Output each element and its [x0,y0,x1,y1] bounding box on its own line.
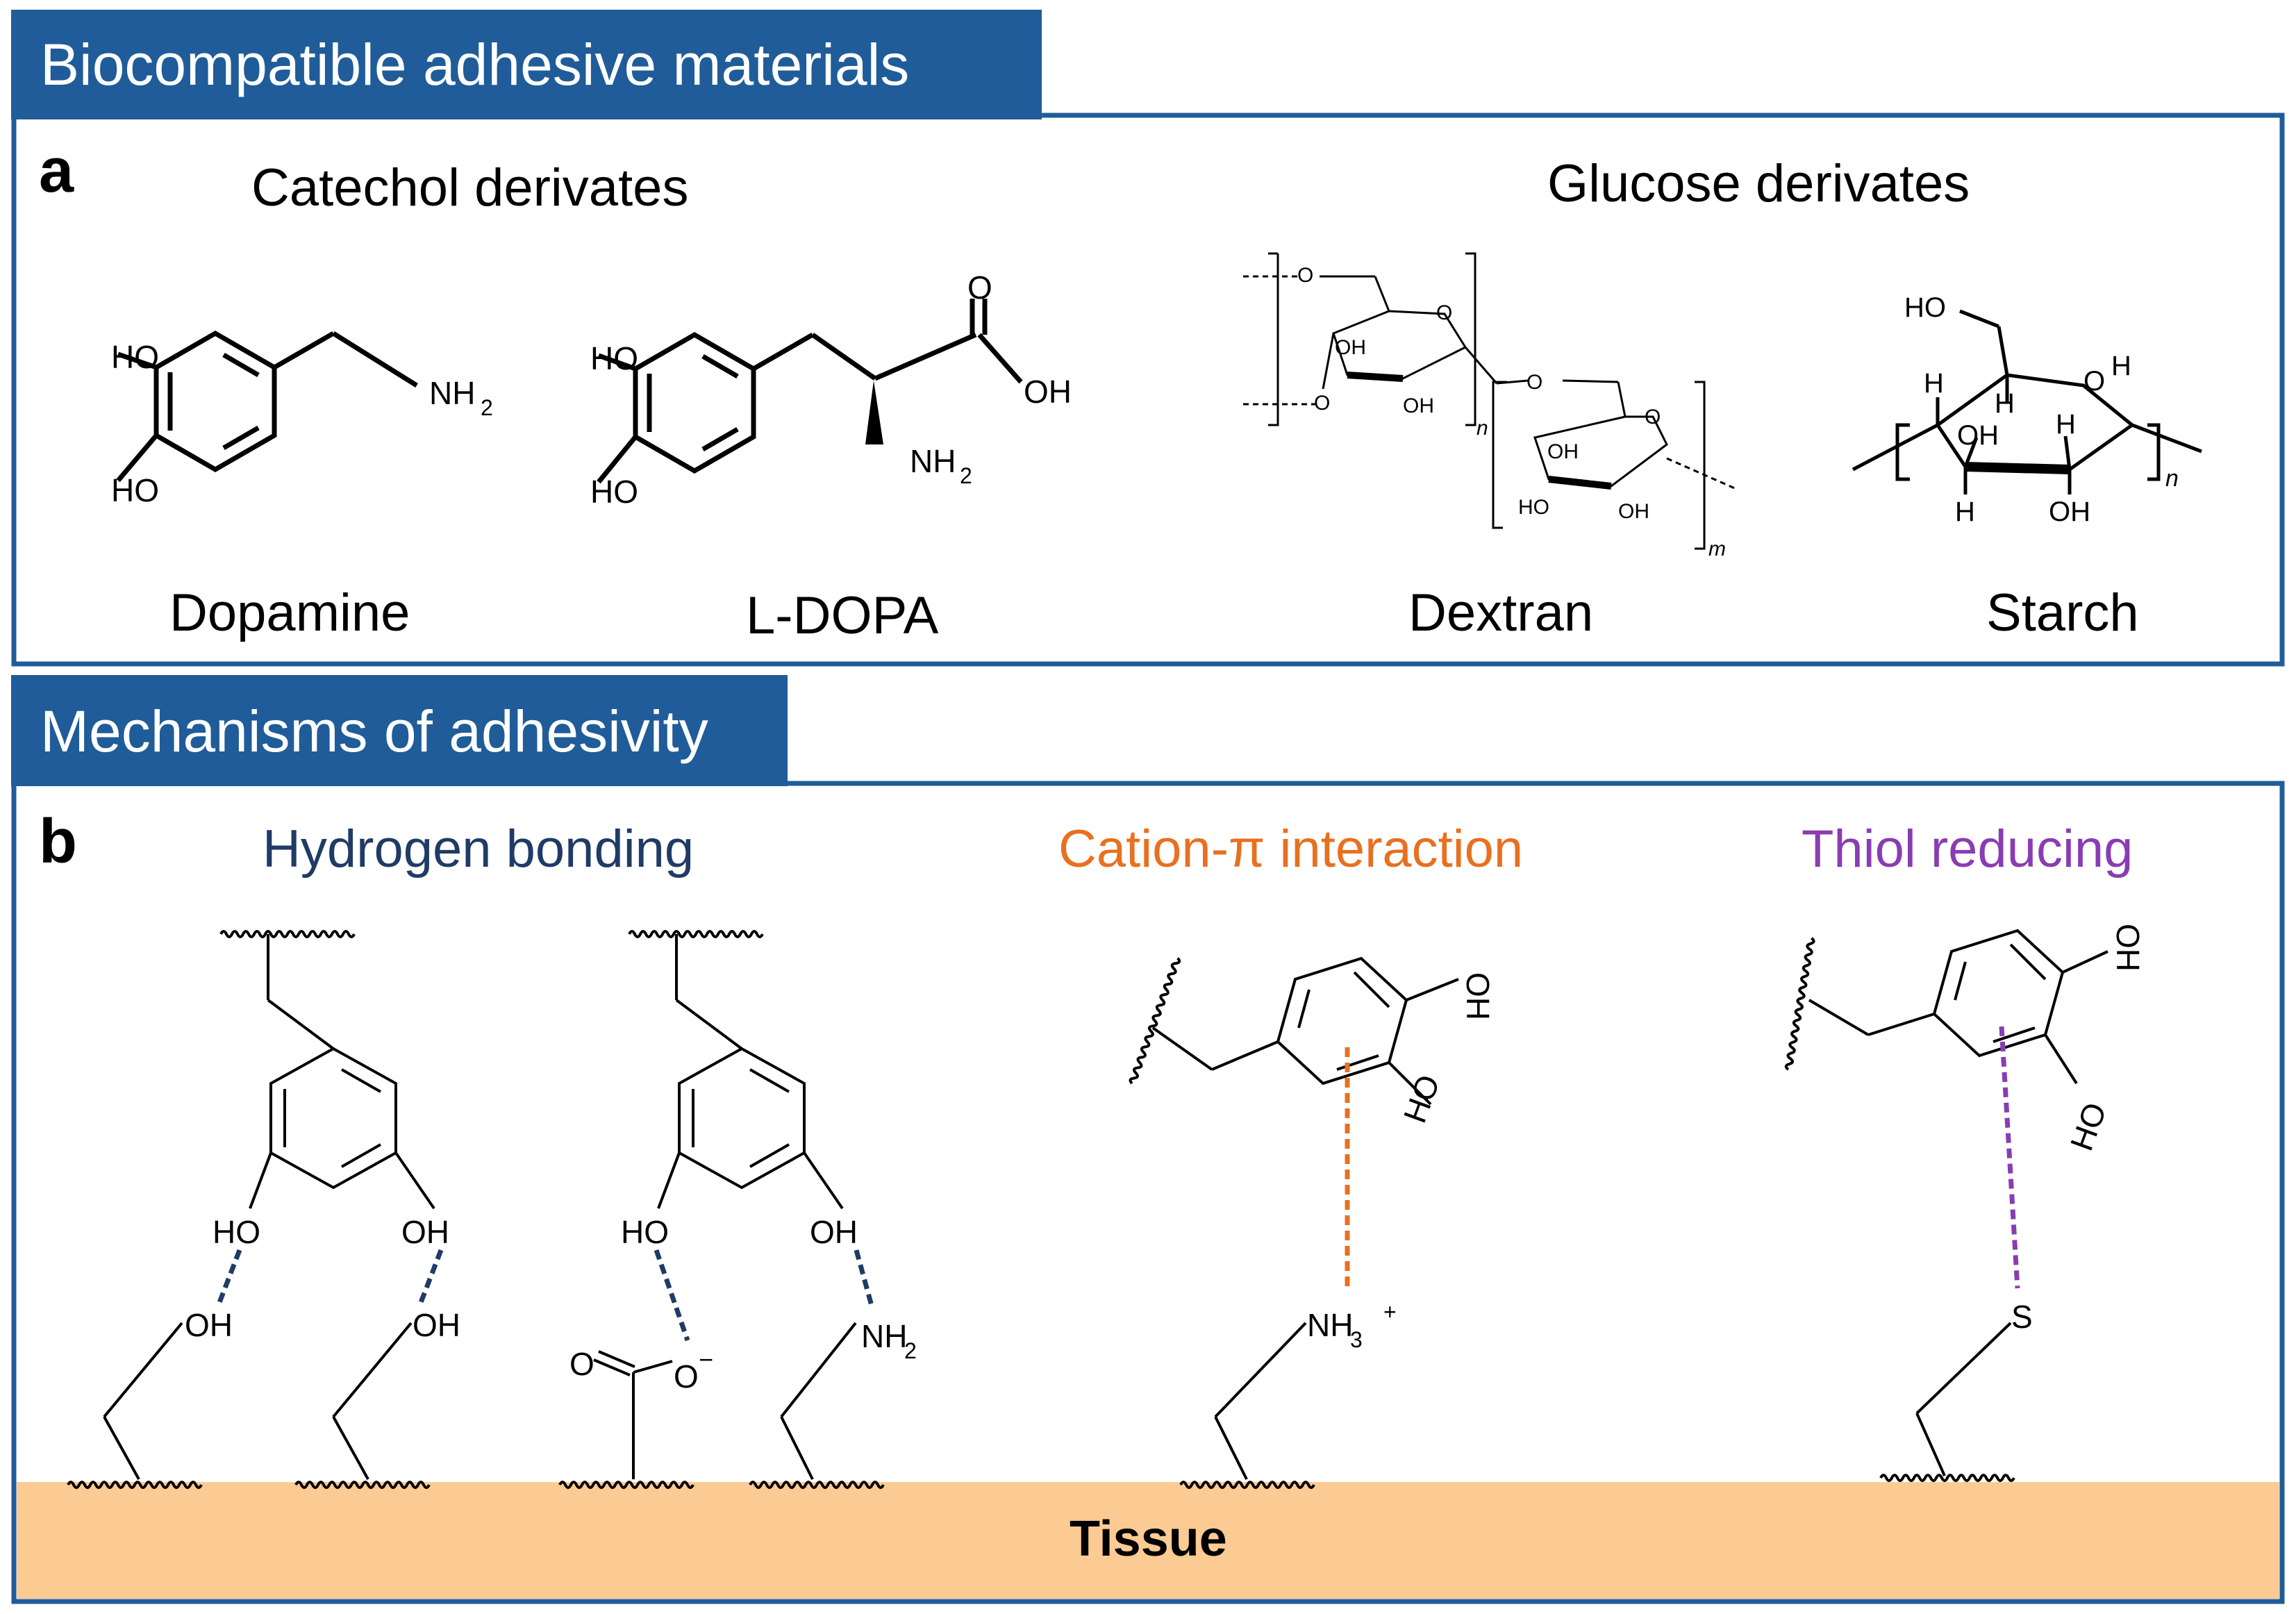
ldopa-structure [597,299,1023,484]
section-b: Mechanisms of adhesivity b Hydrogen bond… [11,675,2285,1604]
dopamine-nh2: NH [429,375,475,411]
cation-oh-top: OH [1460,972,1496,1020]
hbond-structure-2 [558,930,885,1489]
tissue-band [17,1482,2279,1599]
mechanism-hydrogen-title: Hydrogen bonding [263,820,694,879]
ldopa-ho-bottom: HO [590,474,638,510]
dextran-o-3: O [1526,371,1542,394]
dopamine-labels: HO HO NH 2 [111,339,493,508]
hbond-structure-1 [67,930,435,1489]
hbond1-tissue-oh-2: OH [413,1307,460,1343]
starch-label: Starch [1986,583,2139,642]
cation-nh3: NH [1307,1307,1353,1343]
dopamine-label: Dopamine [169,583,410,642]
hbond2-carboxylate-o: O [674,1358,699,1395]
hbond-labels-1: HO OH OH OH [185,1214,460,1343]
section-b-letter: b [39,807,77,876]
ldopa-labels: HO HO O OH NH 2 [590,269,1072,510]
dextran-oh-1: OH [1335,336,1366,359]
dopamine-ho-top: HO [111,339,159,375]
dextran-structure [1243,252,1737,550]
starch-h-1: H [2111,351,2131,381]
hbond1-tissue-oh-1: OH [185,1307,233,1343]
dextran-oh-5: OH [1618,500,1649,523]
starch-labels: HO O H H H OH H H OH n [1904,292,2179,527]
cation-structure [1128,956,1459,1489]
starch-n: n [2165,465,2179,492]
ldopa-label: L-DOPA [746,586,939,645]
ldopa-nh2: NH [910,443,956,479]
glucose-title: Glucose derivates [1547,154,1970,213]
hbond2-nh2-sub: 2 [904,1338,917,1363]
dextran-ring-o-1: O [1436,301,1452,324]
dopamine-structure [116,330,418,483]
ldopa-nh2-sub: 2 [960,463,972,488]
starch-h-5: H [1955,497,1975,527]
starch-structure [1852,309,2202,494]
dextran-labels: O O OH O OH n O O OH HO OH m [1297,264,1726,560]
hbond1-ho: HO [213,1214,260,1250]
section-a-banner [11,10,1042,119]
dextran-oh-2: OH [1403,394,1434,417]
hbond-dashes-2 [654,1249,874,1342]
hbond1-oh: OH [401,1214,449,1250]
tissue-label: Tissue [1070,1511,1227,1567]
starch-oh-2: OH [2049,497,2090,527]
section-a-letter: a [39,136,74,206]
hbond2-carbonyl-o: O [569,1346,594,1382]
section-b-banner-text: Mechanisms of adhesivity [40,699,708,764]
starch-h-3: H [1995,388,2015,419]
hbond2-nh2: NH [861,1318,907,1354]
hbond2-oh: OH [810,1214,858,1250]
section-b-banner [11,675,788,786]
thiol-s: S [2011,1299,2033,1335]
cation-labels: OH HO NH 3 + [1307,972,1496,1352]
catechol-title: Catechol derivates [251,158,688,217]
mechanism-thiol-title: Thiol reducing [1802,820,2133,879]
cation-nh3-sub: 3 [1350,1327,1363,1352]
ldopa-oh: OH [1024,374,1072,410]
dextran-ring-o-2: O [1645,406,1661,429]
ldopa-wedge-bond [865,381,883,444]
dextran-n: n [1476,417,1488,440]
dextran-label: Dextran [1408,583,1593,642]
section-b-frame [11,781,2285,1604]
cation-plus: + [1383,1299,1397,1324]
thiol-labels: OH HO S [2011,924,2146,1335]
dopamine-ho-bottom: HO [111,472,159,508]
ldopa-carbonyl-o: O [967,269,992,306]
dextran-ho-4: HO [1518,496,1549,519]
starch-oh-1: OH [1957,420,1999,451]
dextran-o-2: O [1314,392,1330,415]
thiol-ho: HO [2063,1098,2113,1156]
starch-h-4: H [2056,409,2076,440]
mechanism-cation-title: Cation-π interaction [1058,820,1523,879]
hbond-labels-2: HO OH O O − NH 2 [569,1214,917,1395]
dextran-o-1: O [1297,264,1313,287]
section-a-banner-text: Biocompatible adhesive materials [40,32,909,97]
thiol-oh-top: OH [2110,924,2146,972]
starch-ring-o: O [2083,366,2105,397]
thiol-structure [1784,929,2108,1482]
hbond-dashes-1 [216,1249,444,1306]
dopamine-nh2-sub: 2 [481,395,493,420]
starch-h-2: H [1924,368,1944,399]
dextran-oh-3: OH [1547,440,1579,463]
thiol-dash [1999,1026,2020,1289]
hbond2-ho: HO [621,1214,669,1250]
hbond2-minus: − [699,1345,713,1374]
dextran-m: m [1708,538,1726,560]
section-a-frame [11,113,2285,667]
starch-ho: HO [1904,292,1946,323]
ldopa-ho-top: HO [590,340,638,376]
section-a: Biocompatible adhesive materials a Catec… [11,10,2285,667]
